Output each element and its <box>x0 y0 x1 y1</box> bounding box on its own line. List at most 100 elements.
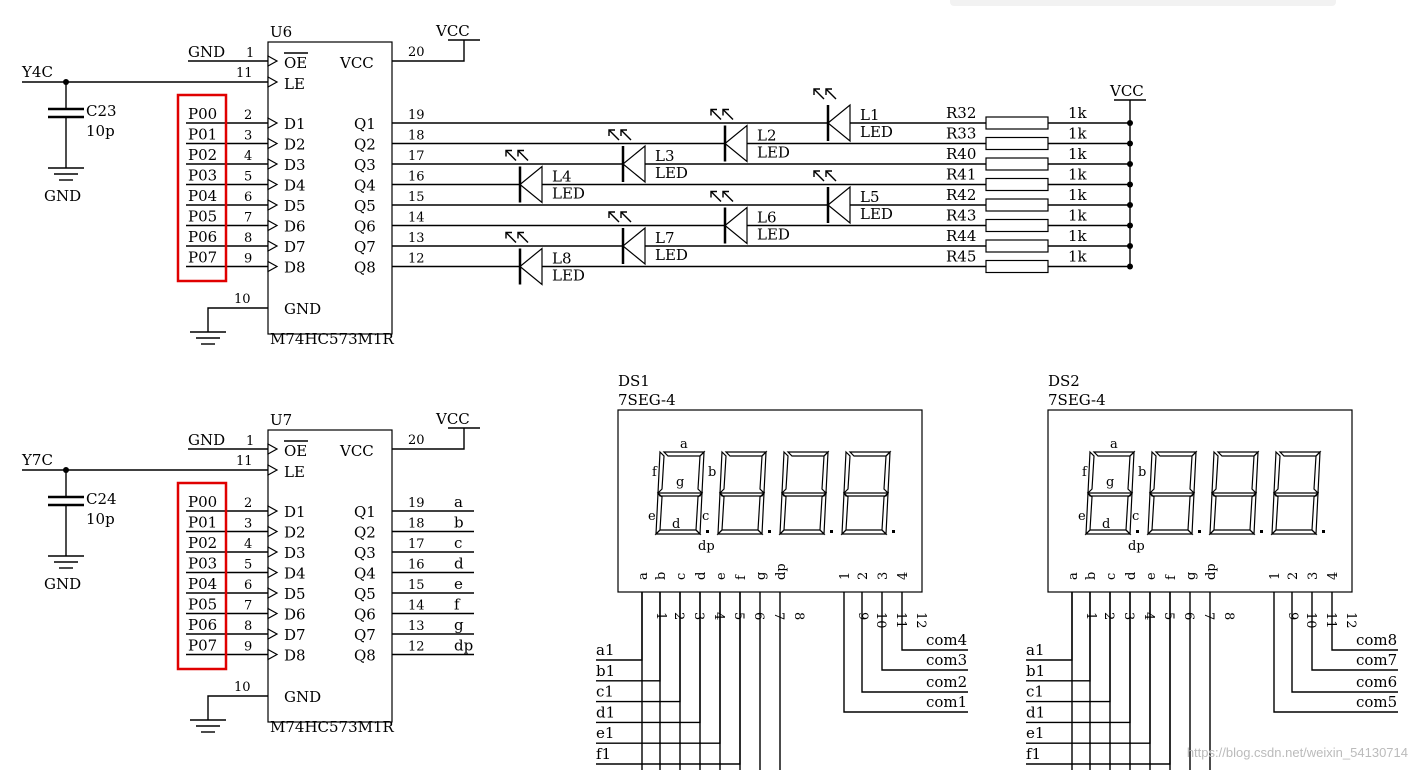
pin-number: 10 <box>1303 612 1318 629</box>
segment-bus-wire <box>1026 592 1151 744</box>
led-triangle <box>622 144 646 184</box>
pin-number: 16 <box>408 170 425 185</box>
segment-bus-wire <box>596 592 681 703</box>
segment-b <box>1127 450 1135 495</box>
segment-b <box>759 450 767 495</box>
led-ref: L4 <box>552 168 572 186</box>
resistor-ref: R45 <box>946 248 976 266</box>
segment-bus-wire <box>596 592 701 724</box>
pin-number: 20 <box>408 45 425 60</box>
oe-gnd-net: GND <box>188 43 225 61</box>
pin-number: 10 <box>234 292 251 307</box>
emission-arrow <box>813 170 825 182</box>
led-ref: L6 <box>757 209 777 227</box>
select-net: Y7C <box>21 451 53 469</box>
segment-g <box>1272 492 1320 497</box>
input-d3: D3 <box>284 156 306 174</box>
pin-name: b <box>1084 572 1099 580</box>
cap-value: 10p <box>86 122 115 140</box>
pin-clock-marker <box>267 157 279 171</box>
segment-b <box>1189 450 1197 495</box>
emission-arrow <box>710 190 717 198</box>
emission-arrow <box>620 211 632 223</box>
input-d2: D2 <box>284 524 306 542</box>
emission-arrow <box>710 109 722 120</box>
led-type: LED <box>552 185 585 203</box>
emission-arrow <box>608 211 615 218</box>
led-type: LED <box>860 123 893 141</box>
led-triangle <box>724 206 748 245</box>
segment-net-c1: c1 <box>1026 683 1044 701</box>
segment-g <box>718 492 766 497</box>
ground-symbol <box>48 167 84 181</box>
output-q2: Q2 <box>354 136 376 154</box>
pin-number: 8 <box>244 231 252 246</box>
segment-net-c1: c1 <box>596 683 614 701</box>
output-q4: Q4 <box>354 565 376 583</box>
segment-net-d1: d1 <box>1026 703 1045 721</box>
pin-number: 19 <box>408 108 425 123</box>
output-q6: Q6 <box>354 218 376 236</box>
display-ref: DS1 <box>618 372 650 390</box>
pin-number: 6 <box>244 578 252 593</box>
pin-number: 11 <box>236 66 253 81</box>
segment-net-a1: a1 <box>1026 641 1045 659</box>
resistor-value: 1k <box>1068 125 1088 143</box>
segment-net-b1: b1 <box>596 662 615 680</box>
vcc-pin-label: VCC <box>339 442 374 460</box>
pin-number: 11 <box>1323 612 1338 629</box>
output-q5: Q5 <box>354 197 376 215</box>
input-net-p01: P01 <box>188 514 217 532</box>
segment-bus-wire <box>1026 592 1171 765</box>
emission-arrow <box>620 211 627 218</box>
pin-clock-marker <box>267 54 279 68</box>
pin-name: dp <box>1204 563 1219 580</box>
resistor-ref: R33 <box>946 125 976 143</box>
resistor-body <box>985 177 1049 192</box>
pin-number: 6 <box>751 612 766 620</box>
display-body <box>617 409 923 593</box>
com-name: 4 <box>896 572 911 580</box>
pin-number: 18 <box>408 517 425 532</box>
seg-label-b: b <box>708 465 716 480</box>
resistor-value: 1k <box>1068 166 1088 184</box>
seg-label-a: a <box>1110 437 1118 452</box>
pin-name: dp <box>774 563 789 580</box>
resistor-body <box>985 218 1049 233</box>
latch-ref: U7 <box>270 411 292 429</box>
segment-b <box>883 450 891 495</box>
emission-arrow <box>517 231 524 239</box>
com-wire <box>1291 592 1398 693</box>
pin-clock-marker <box>267 463 279 477</box>
seg-label-f: f <box>1082 465 1088 480</box>
pin-name: e <box>714 572 729 580</box>
pin-number: 10 <box>873 612 888 629</box>
select-net: Y4C <box>21 63 53 81</box>
pin-number: 14 <box>408 211 425 226</box>
pin-number: 17 <box>408 537 425 552</box>
pin-clock-marker <box>267 116 279 130</box>
pin-number: 4 <box>244 537 252 552</box>
segment-bus-wire <box>1026 592 1131 724</box>
resistor-body <box>985 259 1049 274</box>
pin-number: 6 <box>244 190 252 205</box>
segment-g <box>1210 492 1258 497</box>
resistor-value: 1k <box>1068 145 1088 163</box>
com-name: 2 <box>1286 572 1301 580</box>
pin-number: 18 <box>408 129 425 144</box>
segment-bus-wire <box>1026 592 1073 661</box>
pin-clock-marker <box>267 545 279 559</box>
input-net-p02: P02 <box>188 146 217 164</box>
pin-number: 3 <box>691 612 706 620</box>
input-net-p07: P07 <box>188 249 217 267</box>
pin-number: 2 <box>1101 612 1116 620</box>
segment-f <box>1087 450 1095 495</box>
gnd-wire <box>207 695 268 720</box>
output-q6: Q6 <box>354 606 376 624</box>
